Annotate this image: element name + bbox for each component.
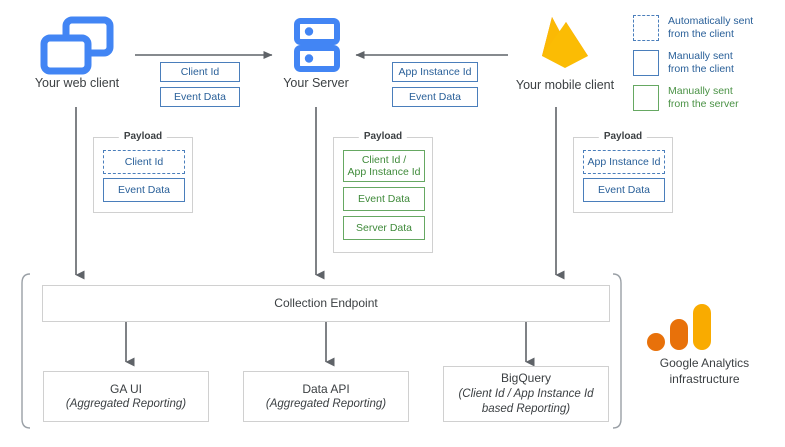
legend: Automatically sent from the client Manua… [633,15,781,120]
legend-label: Automatically sent from the client [668,15,753,41]
output-box-ga-ui: GA UI (Aggregated Reporting) [43,371,209,422]
legend-label: Manually sent from the client [668,50,734,76]
transfer-chip-event-data: Event Data [160,87,240,107]
transfer-chip-client-id: Client Id [160,62,240,82]
payload-server: Payload Client Id / App Instance Id Even… [333,131,433,253]
mobile-client-node: Your mobile client [500,10,630,92]
server-rack-icon [294,18,340,72]
output-subtitle: (Aggregated Reporting) [65,397,187,410]
legend-swatch-solid-green [633,85,659,111]
payload-item-client-id-app-instance-id: Client Id / App Instance Id [343,150,425,182]
payload-item-event-data: Event Data [103,178,185,202]
payload-item-event-data: Event Data [583,178,665,202]
legend-label: Manually sent from the server [668,85,739,111]
legend-line1: Manually sent [668,50,733,63]
firebase-flame-icon [542,17,588,68]
legend-line1: Manually sent [668,85,733,98]
legend-line2: from the client [668,63,734,75]
legend-line2: from the server [668,98,739,110]
output-box-bigquery: BigQuery (Client Id / App Instance Id ba… [443,366,609,422]
legend-swatch-dashed-blue [633,15,659,41]
output-subtitle: (Aggregated Reporting) [265,397,387,410]
output-title: Data API [302,381,350,396]
google-analytics-logo [647,304,711,351]
ga-infrastructure-block: Google Analytics infrastructure [632,296,777,387]
payload-item-event-data: Event Data [343,187,425,211]
collection-endpoint-box: Collection Endpoint [42,285,610,322]
web-windows-icon [40,16,114,75]
collection-endpoint-label: Collection Endpoint [274,296,378,311]
output-subtitle: (Client Id / App Instance Id based Repor… [458,387,594,416]
server-node: Your Server [262,14,370,90]
legend-item-automatic-client: Automatically sent from the client [633,15,781,41]
payload-title: Payload [598,131,648,142]
server-label: Your Server [283,76,349,90]
legend-item-manual-server: Manually sent from the server [633,85,781,111]
web-client-label: Your web client [34,76,120,90]
legend-line1: Automatically sent [668,15,754,28]
ga-infrastructure-caption-line1: Google Analytics [659,356,750,370]
payload-title: Payload [118,131,168,142]
mobile-client-label: Your mobile client [515,78,615,92]
ga-infrastructure-caption-line2: infrastructure [669,371,740,386]
transfer-chip-event-data-mobile: Event Data [392,87,478,107]
output-box-data-api: Data API (Aggregated Reporting) [243,371,409,422]
web-client-node: Your web client [18,14,136,90]
legend-swatch-solid-blue [633,50,659,76]
transfer-chip-app-instance-id: App Instance Id [392,62,478,82]
payload-web-client: Payload Client Id Event Data [93,131,193,213]
payload-mobile-client: Payload App Instance Id Event Data [573,131,673,213]
payload-item-app-instance-id: App Instance Id [583,150,665,174]
legend-line2: from the client [668,28,734,40]
output-title: GA UI [109,381,142,396]
payload-title: Payload [358,131,408,142]
legend-item-manual-client: Manually sent from the client [633,50,781,76]
payload-item-server-data: Server Data [343,216,425,240]
payload-item-client-id: Client Id [103,150,185,174]
output-title: BigQuery [500,371,552,386]
